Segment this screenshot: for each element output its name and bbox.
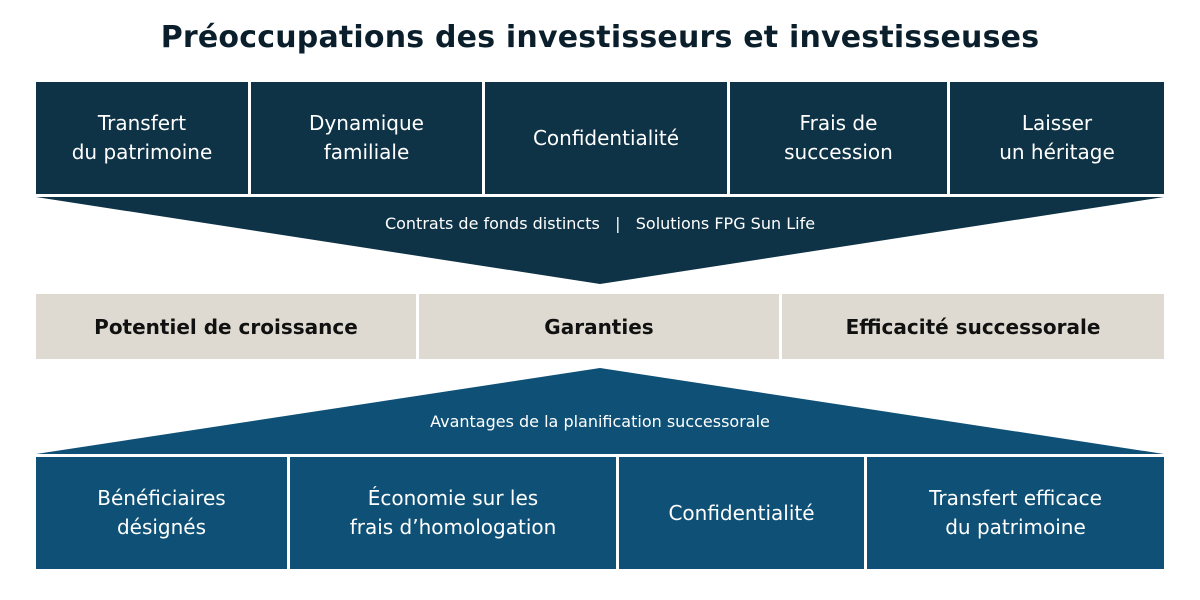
concern-label: Dynamique familiale xyxy=(309,111,424,164)
advantage-label: Transfert efficace du patrimoine xyxy=(929,486,1102,539)
funnel-label: Contrats de fonds distincts | Solutions … xyxy=(384,214,816,233)
feature-label: Garanties xyxy=(544,314,654,339)
concern-label: Laisser un héritage xyxy=(999,111,1115,164)
funnel-down-triangle xyxy=(36,197,1164,284)
diagram-title: Préoccupations des investisseurs et inve… xyxy=(160,20,1040,55)
feature-box: Garanties xyxy=(419,294,779,359)
concern-box: Laisser un héritage xyxy=(950,82,1164,194)
advantage-label: Confidentialité xyxy=(668,500,815,525)
feature-label: Potentiel de croissance xyxy=(94,314,358,339)
funnel-up-triangle xyxy=(36,368,1164,454)
concern-box: Dynamique familiale xyxy=(251,82,482,194)
concern-label: Confidentialité xyxy=(532,125,680,150)
advantage-box: Transfert efficace du patrimoine xyxy=(867,457,1164,569)
advantage-box: Économie sur les frais d’homologation xyxy=(290,457,616,569)
concern-box: Frais de succession xyxy=(730,82,947,194)
feature-box: Efficacité successorale xyxy=(782,294,1164,359)
advantages-row: Bénéficiaires désignés Économie sur les … xyxy=(36,457,1164,569)
advantages-label: Avantages de la planification successora… xyxy=(430,412,770,431)
advantage-label: Bénéficiaires désignés xyxy=(97,486,226,539)
advantage-box: Bénéficiaires désignés xyxy=(36,457,287,569)
concern-label: Frais de succession xyxy=(784,111,893,164)
feature-box: Potentiel de croissance xyxy=(36,294,416,359)
advantage-box: Confidentialité xyxy=(619,457,864,569)
concern-box: Confidentialité xyxy=(485,82,727,194)
concern-box: Transfert du patrimoine xyxy=(36,82,248,194)
concern-label: Transfert du patrimoine xyxy=(71,111,213,164)
concerns-row: Transfert du patrimoine Dynamique famili… xyxy=(36,82,1164,194)
feature-label: Efficacité successorale xyxy=(845,314,1101,339)
features-row: Potentiel de croissance Garanties Effica… xyxy=(36,294,1164,359)
advantage-label: Économie sur les frais d’homologation xyxy=(349,486,557,539)
